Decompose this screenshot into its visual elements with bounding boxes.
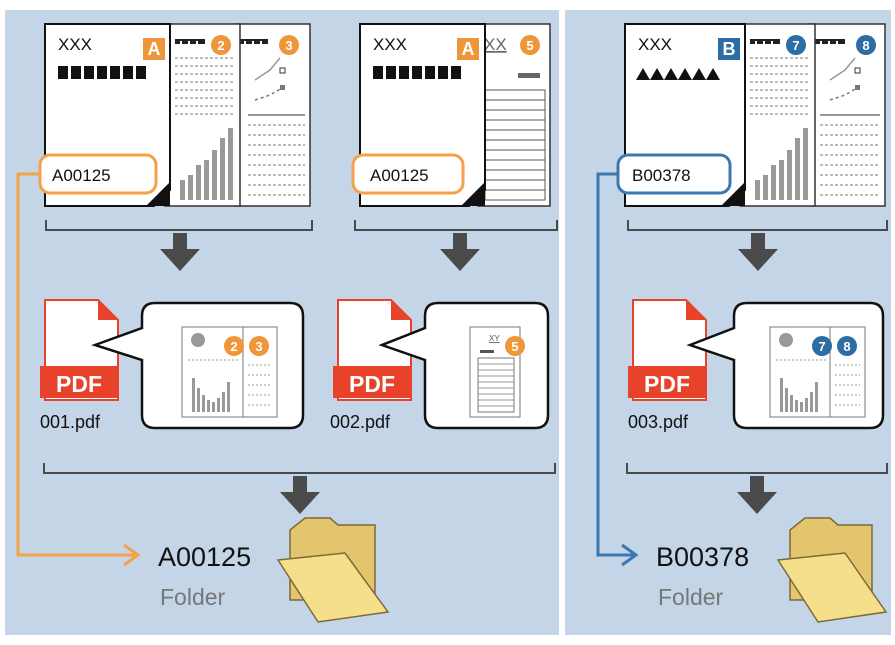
folder-output-1: A00125 Folder: [158, 517, 390, 623]
separator-letter: A: [462, 39, 475, 59]
pdf-icon: PDF: [333, 299, 412, 401]
pdf-thumbnail: XY: [469, 326, 521, 418]
pdf-badge-circle: [224, 336, 244, 356]
pdf-icon: PDF: [40, 299, 119, 401]
pdf-output-3: PDF 003.pdf 7 8: [628, 299, 885, 432]
pdf-mini-header: XY: [489, 334, 500, 343]
pdf-label: PDF: [56, 371, 102, 397]
pdf-output-1: PDF 001.pdf 2 3: [40, 299, 305, 432]
badge-circle-5: [520, 35, 540, 55]
group-bracket: [45, 220, 313, 231]
pdf-badge-number: 5: [511, 339, 518, 354]
scan-group-1: 3 2 XXX: [38, 23, 313, 271]
separator-badge: [457, 38, 479, 60]
pdf-icon: PDF: [628, 299, 707, 401]
separator-letter: A: [148, 39, 161, 59]
pdf-bracket-right: [626, 463, 888, 474]
pdf-filename: 002.pdf: [330, 412, 391, 432]
badge-circle-2: [211, 35, 231, 55]
barcode-callout: [351, 153, 465, 195]
pdf-badge-number: 3: [255, 339, 262, 354]
separator-letter: B: [723, 39, 736, 59]
folder-icon: [776, 517, 888, 623]
badge-circle-7: [786, 35, 806, 55]
badge-circle-3: [279, 35, 299, 55]
sheet-header-xx: XX: [484, 35, 507, 54]
barcode-value: B00378: [632, 166, 691, 185]
sheet-header: XXX: [58, 35, 92, 54]
barcode-value: A00125: [52, 166, 111, 185]
connector-arrowhead: [621, 543, 639, 567]
pdf-label: PDF: [349, 371, 395, 397]
page-3: [234, 23, 311, 207]
connector-line-orange: [16, 172, 138, 557]
connector-arrowhead: [123, 543, 141, 567]
pdf-badge-circle: [249, 336, 269, 356]
sheet-header: XXX: [638, 35, 672, 54]
badge-number-8: 8: [862, 38, 869, 53]
pdf-output-2: PDF 002.pdf XY 5: [330, 299, 550, 432]
pdf-badge-circle: [837, 336, 857, 356]
pdf-badge-number: 8: [843, 339, 850, 354]
badge-number-3: 3: [285, 38, 292, 53]
pdf-filename: 001.pdf: [40, 412, 101, 432]
badge-number-7: 7: [792, 38, 799, 53]
badge-number-2: 2: [217, 38, 224, 53]
pdf-filename: 003.pdf: [628, 412, 689, 432]
folder-icon: [276, 517, 390, 623]
pdf-bracket-left: [43, 463, 556, 474]
group-bracket: [627, 220, 888, 231]
badge-circle-8: [856, 35, 876, 55]
pdf-badge-number: 7: [818, 339, 825, 354]
folder-name: B00378: [656, 542, 749, 572]
folder-name: A00125: [158, 542, 251, 572]
separator-badge: [143, 38, 165, 60]
page-7: [739, 23, 816, 207]
page-2: [164, 23, 241, 207]
folder-output-2: B00378 Folder: [656, 517, 888, 623]
scan-group-2: XX 5 XXX A A00125: [351, 23, 558, 271]
sheet-header: XXX: [373, 35, 407, 54]
group-bracket: [354, 220, 558, 231]
page-8: [809, 23, 886, 207]
pdf-label: PDF: [644, 371, 690, 397]
badge-number-5: 5: [526, 38, 533, 53]
connector-line-blue: [596, 172, 636, 557]
pdf-badge-number: 2: [230, 339, 237, 354]
pdf-badge-circle: [505, 336, 525, 356]
folder-caption: Folder: [658, 584, 724, 610]
separator-badge: [718, 38, 740, 60]
page-5: XX: [477, 23, 551, 207]
scan-group-3: 8 7 XXX: [616, 23, 888, 271]
pdf-badge-circle: [812, 336, 832, 356]
barcode-value: A00125: [370, 166, 429, 185]
folder-caption: Folder: [160, 584, 226, 610]
